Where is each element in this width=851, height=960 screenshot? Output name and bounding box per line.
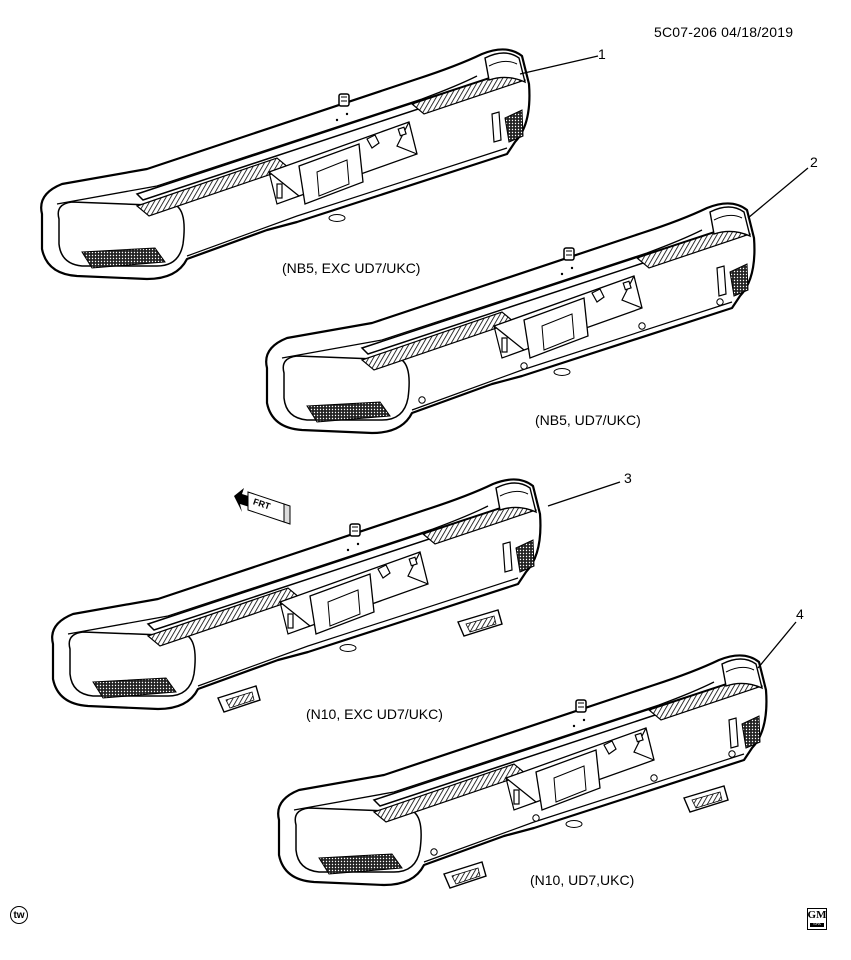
gm-logo-text: GM bbox=[807, 909, 827, 921]
bumper-4-caption: (N10, UD7,UKC) bbox=[530, 872, 635, 888]
front-direction-arrow-icon bbox=[234, 488, 291, 525]
gm-logo: GM SPA bbox=[807, 908, 827, 930]
bumper-1-caption: (NB5, EXC UD7/UKC) bbox=[282, 260, 421, 276]
bumper-4-drawing bbox=[277, 654, 768, 889]
callout-leader-3 bbox=[547, 481, 621, 507]
bumper-2-drawing bbox=[265, 202, 756, 435]
callout-leader-1 bbox=[519, 55, 599, 75]
callout-number-4: 4 bbox=[796, 606, 804, 622]
drawing-id: 5C07-206 04/18/2019 bbox=[654, 24, 794, 40]
bumper-1-drawing bbox=[40, 48, 531, 281]
bumper-3-drawing bbox=[51, 478, 542, 713]
tw-badge: tw bbox=[10, 906, 28, 924]
callout-number-1: 1 bbox=[598, 46, 606, 62]
callout-number-2: 2 bbox=[810, 154, 818, 170]
callout-number-3: 3 bbox=[624, 470, 632, 486]
gm-logo-subtext: SPA bbox=[813, 921, 821, 926]
callout-leader-4 bbox=[757, 621, 797, 669]
callout-leader-2 bbox=[747, 167, 809, 219]
bumper-2-caption: (NB5, UD7/UKC) bbox=[535, 412, 641, 428]
bumper-3-caption: (N10, EXC UD7/UKC) bbox=[306, 706, 443, 722]
